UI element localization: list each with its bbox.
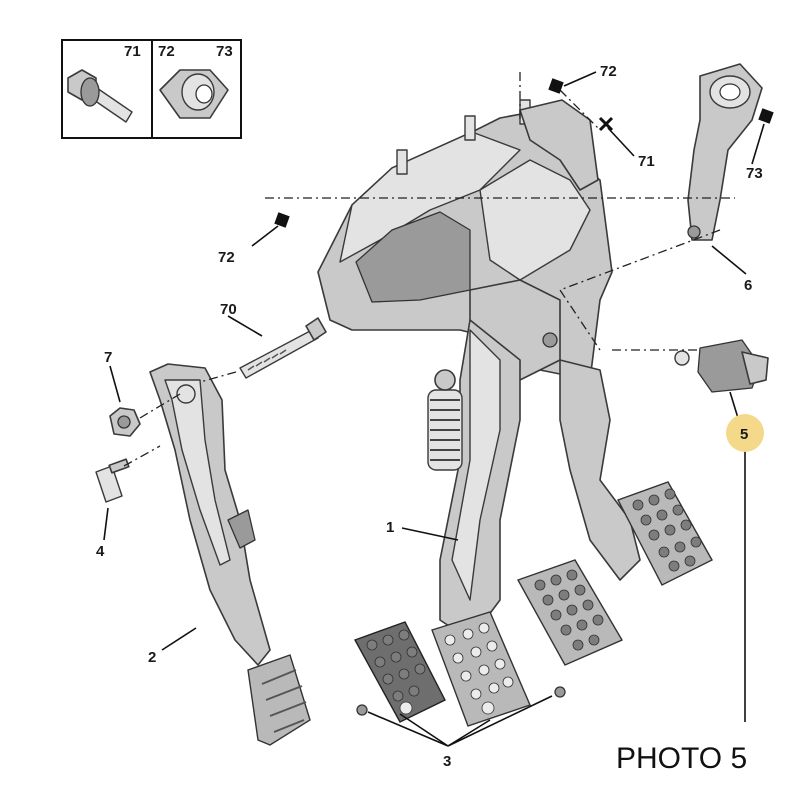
marker-71 <box>598 116 614 132</box>
callout-7: 7 <box>104 349 112 366</box>
inset-label-72: 72 <box>158 43 175 60</box>
light-pad-holes <box>444 622 514 715</box>
callout-4: 4 <box>96 543 105 560</box>
fastener-inset: 71 72 73 <box>61 39 242 139</box>
brake-pad-holes <box>534 569 604 651</box>
callout-3: 3 <box>443 753 451 770</box>
dark-pad-holes <box>366 629 426 715</box>
callout-72-top: 72 <box>600 63 617 80</box>
accelerator-tab <box>227 509 256 549</box>
callout-71: 71 <box>638 153 655 170</box>
marker-72-left <box>274 212 290 228</box>
callout-1: 1 <box>386 519 394 536</box>
pivot-bush-icon <box>542 332 558 348</box>
callout-73: 73 <box>746 165 763 182</box>
inset-label-73: 73 <box>216 43 233 60</box>
brake-switch <box>674 339 769 393</box>
pad-screw-left-icon <box>356 704 368 716</box>
pedal-bracket <box>317 99 613 381</box>
assembly-lines <box>123 72 735 467</box>
bolt-icon <box>67 69 133 123</box>
clutch-pad-holes <box>632 488 702 572</box>
callout-2: 2 <box>148 649 156 666</box>
nut-icon <box>159 69 229 119</box>
callout-72-left: 72 <box>218 249 235 266</box>
bracket-6 <box>687 63 763 241</box>
callout-70: 70 <box>220 301 237 318</box>
accelerator-pedal <box>149 363 311 746</box>
leader-lines <box>103 71 765 747</box>
photo-caption: PHOTO 5 <box>616 742 747 775</box>
pad-screw-right-icon <box>554 686 566 698</box>
pedal-pads-kit <box>353 611 566 727</box>
accelerator-pivot-icon <box>176 384 196 404</box>
marker-72-top <box>548 78 564 94</box>
upper-bracket <box>519 99 599 191</box>
callout-6: 6 <box>744 277 752 294</box>
clip-4 <box>95 458 130 503</box>
bolt-70 <box>239 317 327 379</box>
clutch-pedal <box>559 359 713 586</box>
nut-7 <box>109 407 141 437</box>
callout-5: 5 <box>740 426 748 443</box>
marker-73 <box>758 108 774 124</box>
inset-label-71: 71 <box>124 43 141 60</box>
return-spring <box>427 369 463 471</box>
callout-5-highlight <box>726 414 764 452</box>
